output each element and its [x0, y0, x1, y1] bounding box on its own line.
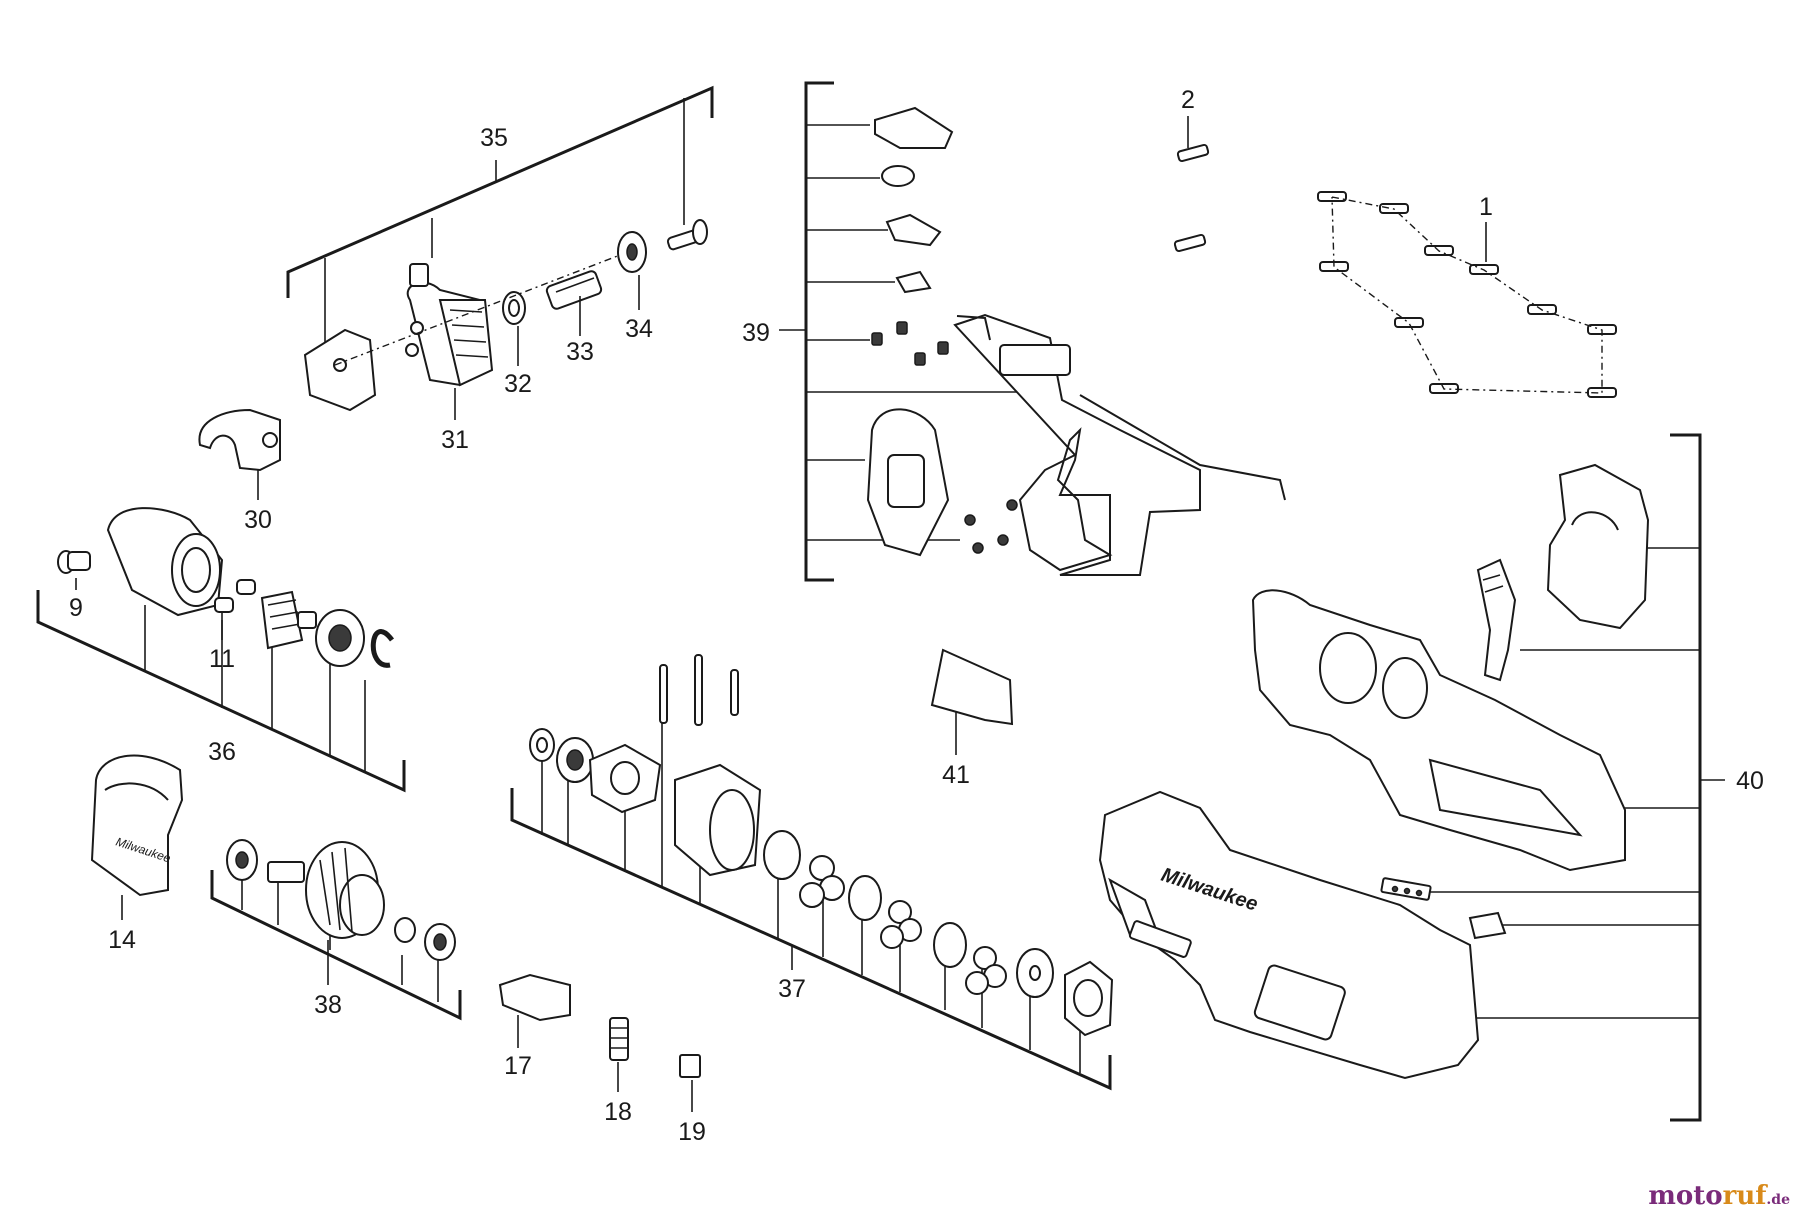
part-37-thrust-washer [1016, 948, 1054, 998]
group-35-bracket [286, 85, 714, 370]
label-38: 38 [314, 991, 342, 1019]
watermark-part-2: ruf [1722, 1181, 1767, 1211]
part-37-bearing [556, 737, 594, 783]
part-37-planet-stage-1 [763, 830, 845, 908]
label-39: 39 [742, 319, 770, 347]
label-37: 37 [778, 975, 806, 1003]
group-40-bracket [1430, 433, 1725, 1122]
part-34-nut [617, 231, 647, 273]
part-17-trigger [498, 973, 571, 1022]
part-36-gear-housing [106, 507, 224, 617]
label-9: 9 [69, 594, 83, 622]
part-39-cap-b [885, 213, 942, 247]
label-32: 32 [504, 370, 532, 398]
label-36: 36 [208, 738, 236, 766]
part-14-cover: Milwaukee [90, 754, 184, 897]
part-39-cap-c [895, 270, 932, 294]
motoruf-watermark: motoruf.de [1648, 1181, 1790, 1211]
group-37-bracket [510, 670, 1112, 1091]
part-39-small-screws [871, 321, 949, 366]
part-32-washer [502, 291, 526, 325]
part-36-bevel-gear [260, 590, 317, 650]
part-9-screw [57, 550, 91, 574]
group-35-labels: 35 34 33 32 31 30 [244, 124, 653, 534]
part-40-small-plate [1380, 877, 1432, 901]
part-40-brush-plate [1476, 558, 1517, 682]
part-37-planet-stage-2 [848, 875, 922, 949]
part-39-switch-cover [874, 106, 954, 149]
part-40-motor-cap [1546, 463, 1650, 630]
watermark-part-3: .de [1766, 1192, 1790, 1208]
group-36-labels: 9 11 36 [69, 578, 236, 766]
part-37-ring-gear [674, 763, 762, 877]
part-40-tab-insert [1468, 911, 1507, 940]
label-41: 41 [942, 761, 970, 789]
part-37-mount-plate [588, 743, 662, 814]
part-33-spindle [545, 270, 603, 310]
part-37-planet-stage-3 [933, 922, 1007, 995]
part-2-screw [1173, 143, 1210, 253]
part-38-bearing-a [226, 839, 258, 881]
part-18-spring [609, 1017, 629, 1061]
part-39-cap-a [881, 165, 915, 187]
part-11-pin [214, 579, 256, 613]
label-17: 17 [504, 1052, 532, 1080]
part-19-clip [679, 1054, 701, 1078]
label-19: 19 [678, 1118, 706, 1146]
part-36-circlip [370, 629, 395, 668]
label-35: 35 [480, 124, 508, 152]
label-33: 33 [566, 338, 594, 366]
label-2: 2 [1181, 86, 1195, 114]
label-30: 30 [244, 506, 272, 534]
label-34: 34 [625, 315, 653, 343]
part-41-label-plate [930, 648, 1014, 726]
part-38-bearing-b [424, 923, 456, 961]
part-38-bushing [394, 917, 416, 943]
part-37-end-cap [1064, 960, 1114, 1037]
watermark-part-1: moto [1648, 1181, 1723, 1211]
part-39-switch-assembly [953, 313, 1286, 576]
part-30-jaw [198, 408, 281, 472]
label-14: 14 [108, 926, 136, 954]
label-11: 11 [209, 645, 235, 673]
part-39-stator-screws [964, 499, 1018, 554]
part-35-link-plate [303, 328, 377, 412]
part-40-housing-half-left [1251, 589, 1626, 872]
part-1-screw-set [1317, 191, 1617, 398]
label-1: 1 [1479, 193, 1493, 221]
part-37-pins [659, 654, 739, 726]
part-38-rotor-fan [305, 841, 385, 939]
label-18: 18 [604, 1098, 632, 1126]
part-38-pinion [267, 861, 305, 883]
part-31-gear-cam [405, 263, 494, 387]
label-31: 31 [441, 426, 469, 454]
part-39-stator [866, 408, 950, 557]
part-37-ring-a [529, 728, 555, 762]
part-36-bearing [315, 609, 365, 667]
label-40: 40 [1736, 767, 1764, 795]
part-35-bolt [666, 219, 708, 251]
part-40-housing-half-right: Milwaukee [1098, 790, 1480, 1080]
